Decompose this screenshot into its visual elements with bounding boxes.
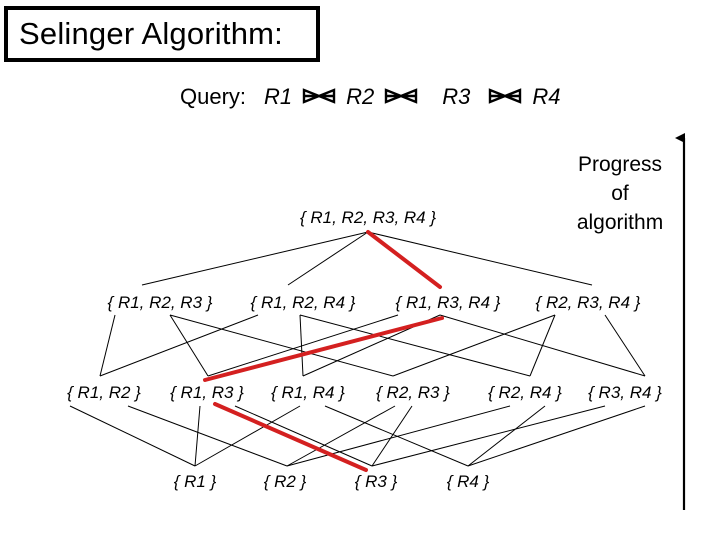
highlight-path-segment <box>213 402 368 472</box>
lattice-edge <box>127 405 288 467</box>
lattice-edge <box>141 231 369 286</box>
relation-r2: R2 <box>346 84 375 109</box>
progress-label-line: Progress <box>577 153 663 176</box>
lattice-edge <box>69 405 196 467</box>
join-bowtie-icon <box>385 88 418 104</box>
lattice-edge <box>392 314 556 377</box>
lattice-edge <box>367 231 593 286</box>
query-label: Query: <box>180 84 247 109</box>
progress-label-line: algorithm <box>576 211 664 234</box>
lattice-node-r1r3: { R1, R3 } <box>170 383 244 402</box>
highlight-path-segment <box>203 316 444 382</box>
join-bowtie-icon <box>302 88 336 104</box>
relation-r1: R1 <box>264 84 293 109</box>
lattice-edge <box>99 314 116 377</box>
lattice-node-r3r4: { R3, R4 } <box>588 383 662 402</box>
lattice-edge <box>286 405 396 467</box>
lattice-node-r1: { R1 } <box>173 472 217 491</box>
lattice-edge <box>529 314 556 377</box>
lattice-edge <box>371 405 606 467</box>
join-bowtie-icon <box>489 88 522 104</box>
lattice-edge <box>467 405 646 467</box>
lattice-node-r2r4: { R2, R4 } <box>488 383 562 402</box>
lattice-node-r2r3: { R2, R3 } <box>376 383 450 402</box>
slide-title: Selinger Algorithm: <box>4 6 320 62</box>
lattice-edge <box>324 405 469 467</box>
lattice-edge <box>286 405 511 467</box>
lattice-node-r1r2r3r4: { R1, R2, R3, R4 } <box>299 208 437 227</box>
lattice-edge <box>169 314 209 377</box>
progress-label-line: of <box>611 182 629 205</box>
lattice-node-r1r3r4: { R1, R3, R4 } <box>395 293 501 312</box>
lattice-node-r2r3r4: { R2, R3, R4 } <box>535 293 641 312</box>
progress-label: Progress of algorithm <box>560 150 680 237</box>
relation-r4: R4 <box>532 84 561 109</box>
lattice-node-r1r4: { R1, R4 } <box>271 383 345 402</box>
highlight-path-segment <box>366 230 442 289</box>
lattice-edge <box>169 314 394 377</box>
lattice-node-r4: { R4 } <box>446 472 490 491</box>
lattice-edge <box>371 405 413 467</box>
lattice-edge <box>194 405 201 467</box>
lattice-edge <box>287 231 369 286</box>
lattice-node-r3: { R3 } <box>354 472 398 491</box>
lattice-edge <box>207 314 399 377</box>
relation-r3: R3 <box>442 84 471 109</box>
lattice-node-r1r2r4: { R1, R2, R4 } <box>250 293 356 312</box>
lattice-node-r2: { R2 } <box>263 472 307 491</box>
query-expression: Query: R1 R2 R3 R4 <box>180 84 561 114</box>
lattice-node-r1r2: { R1, R2 } <box>67 383 141 402</box>
lattice-node-r1r2r3: { R1, R2, R3 } <box>107 293 213 312</box>
lattice-edge <box>194 405 301 467</box>
lattice-edge <box>99 314 259 377</box>
lattice-edge <box>299 314 531 377</box>
lattice-edge <box>234 405 373 467</box>
lattice-edge <box>604 314 646 377</box>
lattice-edge <box>467 405 546 467</box>
